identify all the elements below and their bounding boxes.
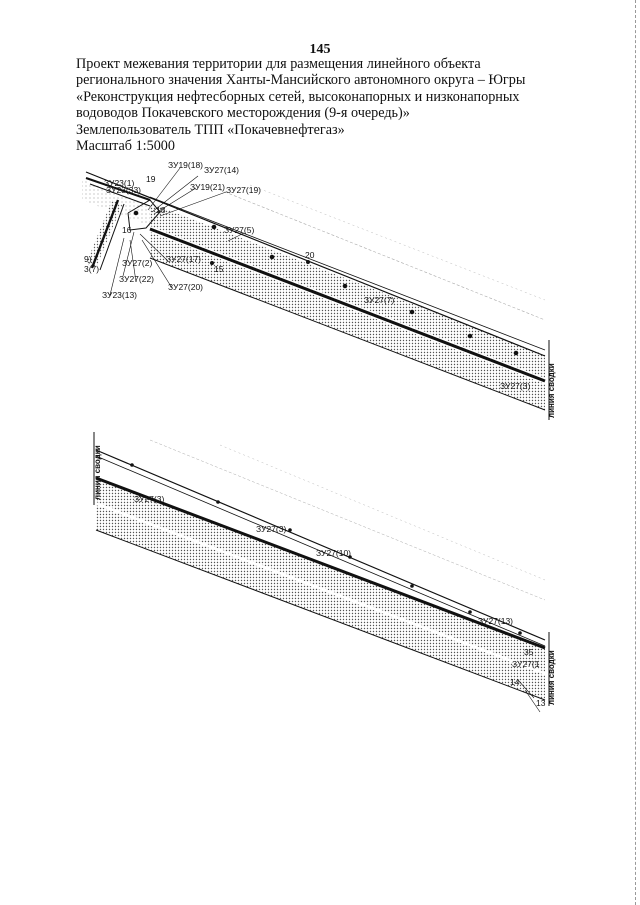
pipeline-main-bottom bbox=[95, 449, 546, 641]
parcel-outline bbox=[127, 199, 161, 231]
map-label: ЗУ27(20) bbox=[168, 282, 203, 292]
title-line-4: водоводов Покачевского месторождения (9-… bbox=[76, 105, 410, 122]
map-label: ЗУ27(2) bbox=[122, 258, 152, 268]
map-label: ЗУ27(13) bbox=[478, 616, 513, 626]
left-diag-line-1 bbox=[90, 199, 120, 269]
land-user-line: Землепользователь ТПП «Покачевнефтегаз» bbox=[76, 121, 345, 138]
map-sheet-bottom: ЗУ27(3) ЗУ27(3) ЗУ27(10) ЗУ27(13) 35 ЗУ2… bbox=[93, 432, 556, 713]
pipeline-secondary-bottom bbox=[95, 455, 546, 647]
map-label: 19 bbox=[146, 174, 156, 184]
boundary-line-outer bbox=[149, 257, 546, 411]
map-label: ЗУ27(10) bbox=[316, 548, 351, 558]
corridor-strip-upper-bottom bbox=[96, 478, 545, 672]
map-label: ЗУ23(13) bbox=[102, 290, 137, 300]
map-label: ЗУ27(14) bbox=[204, 165, 239, 175]
map-label: ЗУ23(1) bbox=[104, 178, 134, 188]
map-label: 15 bbox=[214, 264, 224, 274]
pipeline-thick bbox=[149, 227, 546, 383]
boundary-faint-bottom-2 bbox=[219, 444, 546, 581]
map-label: ЗУ27(22) bbox=[119, 274, 154, 284]
boundary-line-faint-2 bbox=[249, 184, 546, 301]
map-label: ЗУ27(5) bbox=[224, 225, 254, 235]
boundary-line-bottom bbox=[95, 529, 546, 701]
leader-lines-bottom bbox=[517, 679, 541, 713]
page-edge-rule bbox=[635, 0, 636, 905]
boundary-faint-bottom-1 bbox=[149, 439, 546, 601]
map-label: 16 bbox=[122, 225, 132, 235]
seam-label-bottom-left: линия сводки bbox=[93, 445, 102, 500]
seam-label-bottom-right: линия сводки bbox=[547, 650, 556, 705]
map-label: ЗУ27(3) bbox=[500, 381, 530, 391]
survey-markers-top bbox=[133, 210, 519, 356]
map-label: ЗУ27(3) bbox=[256, 524, 286, 534]
map-label: ЗУ23(33) bbox=[106, 185, 141, 195]
map-label: 14 bbox=[510, 677, 520, 687]
scale-line: Масштаб 1:5000 bbox=[76, 138, 175, 155]
map-label: ЗУ27(3) bbox=[134, 494, 164, 504]
map-label: 3(7) bbox=[84, 264, 99, 274]
map-label: ЗУ27(19) bbox=[226, 185, 261, 195]
left-diag-line-2 bbox=[99, 203, 125, 271]
map-label: 20 bbox=[305, 250, 315, 260]
title-line-2: регионального значения Ханты-Мансийского… bbox=[76, 72, 526, 89]
pipeline-main bbox=[85, 171, 546, 357]
map-label: ЗУ27(17) bbox=[166, 254, 201, 264]
map-label: ЗУ27(7) bbox=[364, 295, 394, 305]
map-label: 18 bbox=[156, 205, 166, 215]
map-label: 35 bbox=[524, 647, 534, 657]
map-label: ЗУ19(18) bbox=[168, 160, 203, 170]
title-line-1: Проект межевания территории для размещен… bbox=[76, 56, 481, 72]
left-line-2 bbox=[89, 183, 151, 207]
map-label: ЗУ27(1 bbox=[512, 659, 540, 669]
map-label: ЗУ19(21) bbox=[190, 182, 225, 192]
map-label: 9) bbox=[84, 254, 92, 264]
map-label: 13 bbox=[536, 698, 546, 708]
title-line-3: «Реконструкция нефтесборных сетей, высок… bbox=[76, 88, 520, 105]
seam-label-top: линия сводки bbox=[547, 363, 556, 418]
left-line-1 bbox=[85, 177, 151, 201]
map-sheet-top: ЗУ19(18) ЗУ27(14) 19 ЗУ23(1) ЗУ23(33) ЗУ… bbox=[82, 160, 556, 420]
page-number: 145 bbox=[309, 42, 331, 57]
corridor-strip-upper bbox=[150, 203, 545, 378]
pipeline-thick-bottom bbox=[95, 476, 546, 650]
document-header: Проект межевания территории для размещен… bbox=[76, 56, 556, 154]
boundary-line-faint-1 bbox=[219, 189, 546, 321]
leader-lines-top bbox=[109, 167, 245, 296]
pipeline-secondary bbox=[149, 196, 546, 351]
survey-markers-bottom bbox=[130, 463, 522, 635]
corridor-strip-lower-bottom bbox=[96, 505, 545, 700]
corridor-strip-lower bbox=[150, 232, 545, 410]
